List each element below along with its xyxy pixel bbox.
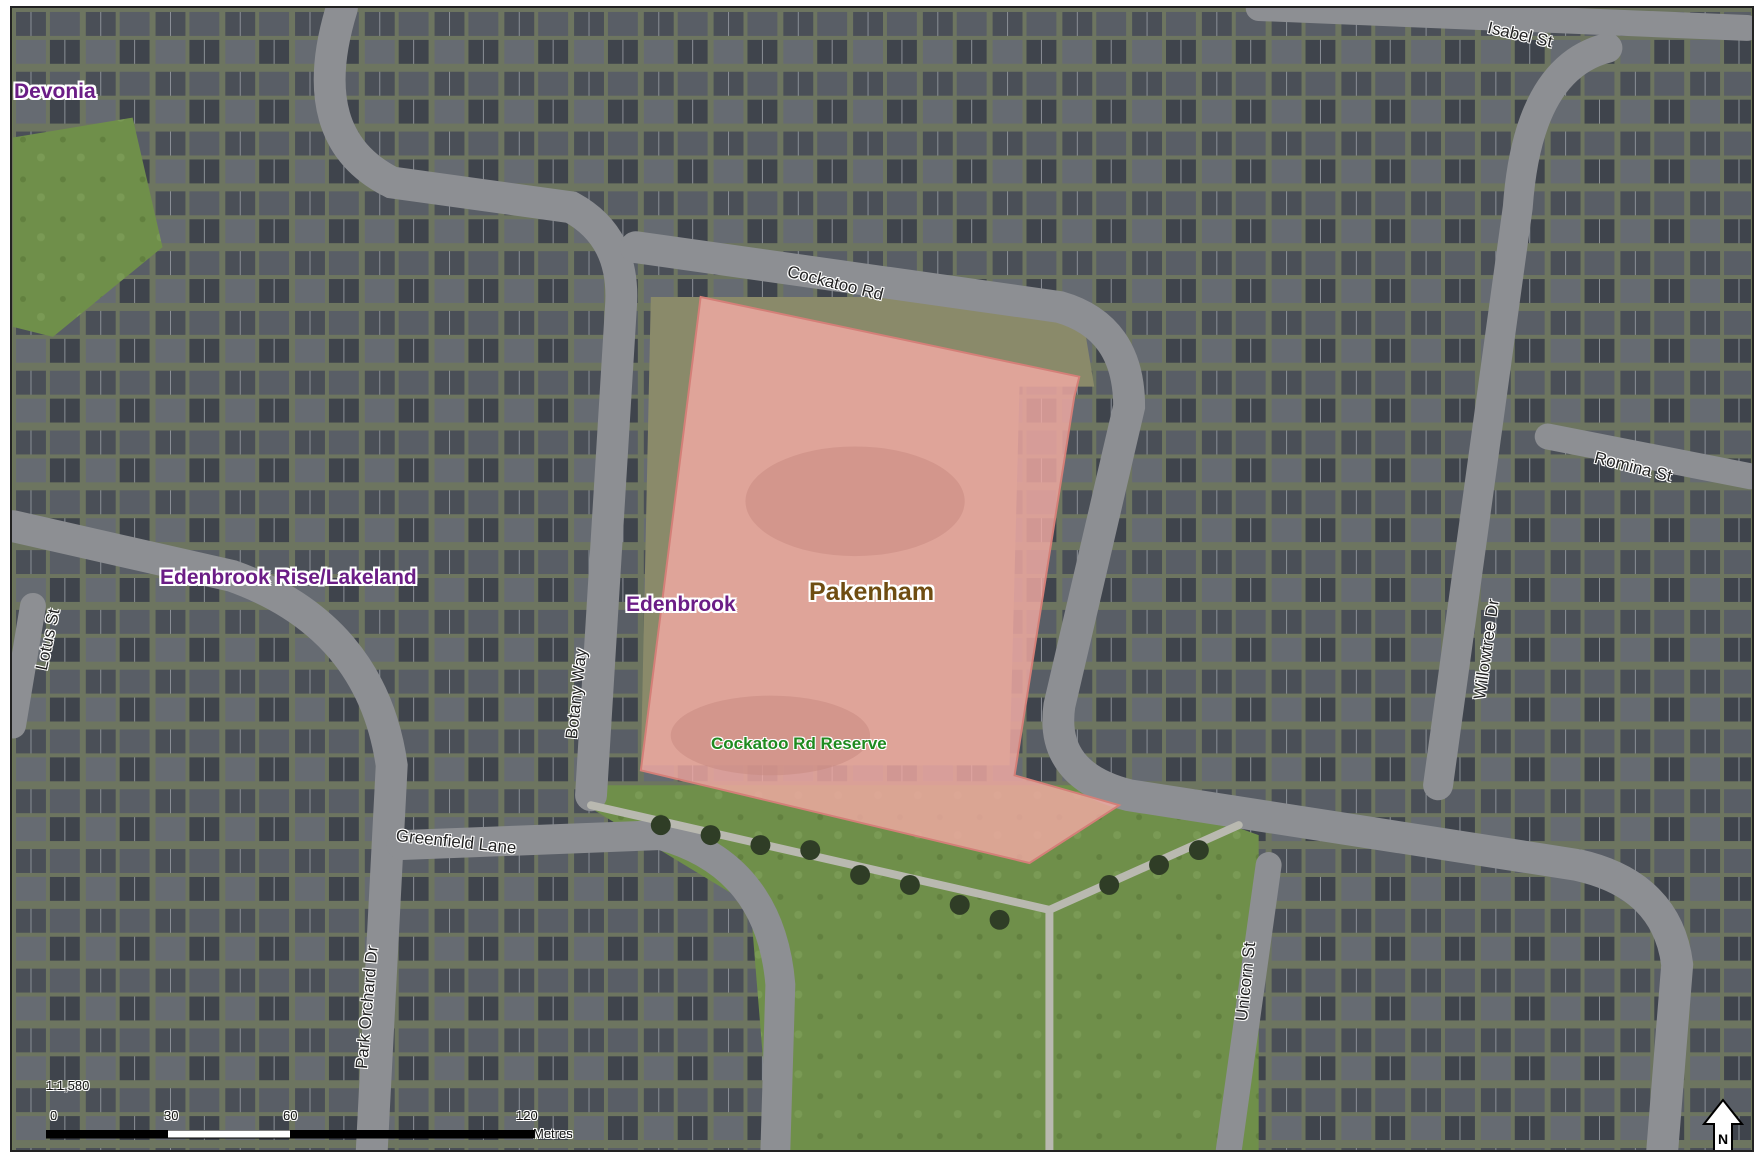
map-view[interactable]: Devonia Edenbrook Rise/Lakeland Edenbroo… — [10, 6, 1754, 1152]
scale-unit: Metres — [533, 1126, 573, 1141]
label-edenbrook: Edenbrook — [626, 593, 736, 616]
road-network — [12, 8, 1752, 1150]
scale-bar: 1:1,580 0 30 60 120 Metres — [32, 1078, 592, 1150]
label-edenbrook-rise: Edenbrook Rise/Lakeland — [160, 566, 417, 589]
north-arrow-icon: N — [1701, 1098, 1745, 1150]
label-pakenham: Pakenham — [809, 578, 935, 606]
north-arrow: N — [1701, 1098, 1745, 1150]
scale-tick-120: 120 — [516, 1108, 538, 1123]
scale-tick-60: 60 — [283, 1108, 298, 1123]
grass-patch — [13, 117, 163, 337]
north-label: N — [1718, 1131, 1728, 1147]
label-devonia: Devonia — [14, 80, 96, 103]
scale-bar-graphic — [46, 1130, 535, 1139]
scale-tick-30: 30 — [164, 1108, 179, 1123]
trees — [650, 815, 1209, 930]
aerial-imagery — [12, 8, 1752, 1150]
parcel-tree-cluster — [670, 446, 965, 776]
scale-tick-0: 0 — [50, 1108, 58, 1123]
label-reserve: Cockatoo Rd Reserve — [711, 734, 887, 753]
scale-ratio: 1:1,580 — [46, 1078, 90, 1093]
